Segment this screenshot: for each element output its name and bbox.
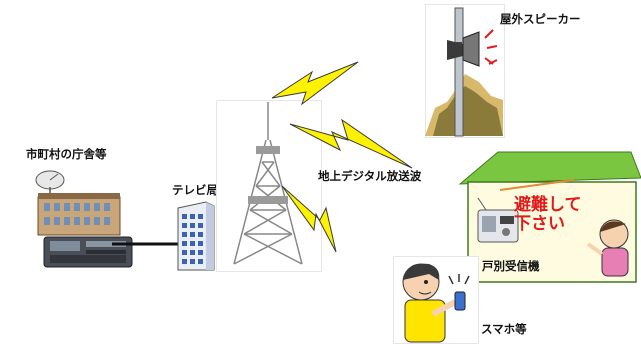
municipal-office-building-icon [35, 170, 133, 268]
tv-building-icon [177, 201, 215, 271]
smartphone-user-icon [402, 263, 470, 343]
smartphone-label: スマホ等 [481, 322, 527, 336]
municipal-office-label: 市町村の庁舎等 [26, 147, 107, 161]
evacuation-message: 避難して 下さい [514, 196, 582, 234]
evacuation-message-line1: 避難して [514, 195, 582, 215]
house-icon [458, 151, 641, 283]
outdoor-speaker-label: 屋外スピーカー [500, 12, 581, 26]
broadcast-tower-icon [233, 102, 303, 265]
house: 避難して 下さい 戸別受信機 [456, 150, 641, 285]
evacuation-message-line2: 下さい [514, 214, 565, 234]
terrestrial-digital-label: 地上デジタル放送波 [318, 169, 422, 183]
outdoor-speaker-icon [425, 7, 503, 137]
household-receiver-label: 戸別受信機 [482, 259, 540, 273]
tv-station-label: テレビ局 [172, 183, 218, 197]
